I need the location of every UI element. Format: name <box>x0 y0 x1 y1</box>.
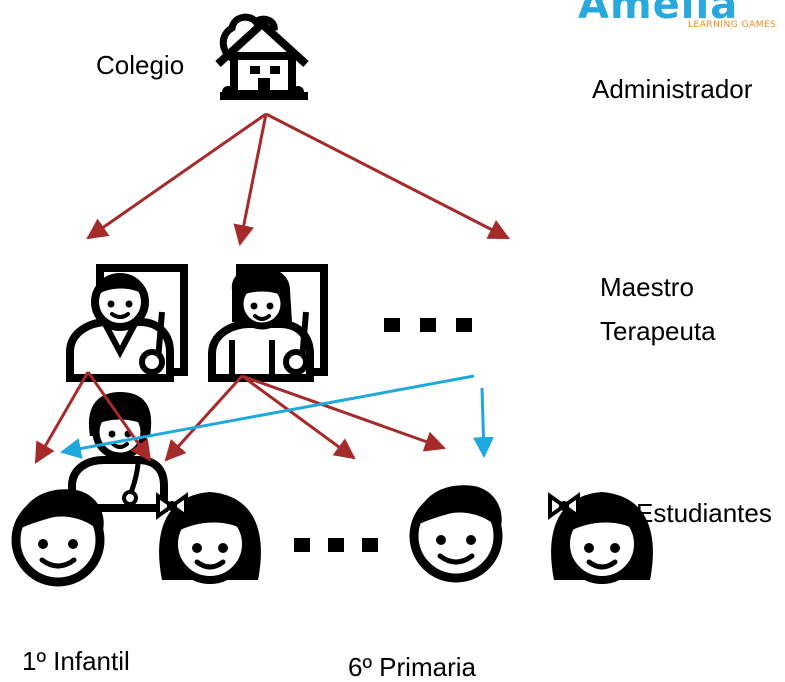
school-building-icon <box>215 13 309 100</box>
girl-icon <box>158 492 261 580</box>
therapist-link-arrows <box>59 374 494 459</box>
ellipsis-icon <box>384 318 472 332</box>
teacher-label: Maestro <box>600 272 694 302</box>
admin-label: Administrador <box>592 74 753 104</box>
arrow-therapist-to-student <box>59 374 475 459</box>
logo-wordmark: Amelia <box>578 0 739 28</box>
boy-icon <box>414 485 502 578</box>
therapist-label: Terapeuta <box>600 316 716 346</box>
students-label: Estudiantes <box>636 498 772 528</box>
boy-icon <box>16 489 104 582</box>
man-teacher-icon <box>66 264 188 382</box>
admin-link-arrows <box>34 112 510 464</box>
ellipsis-icon <box>294 538 378 552</box>
arrow-school-to-teacher <box>233 113 268 247</box>
woman-doctor-icon <box>68 392 168 512</box>
logo-tagline: LEARNING GAMES <box>688 20 777 30</box>
girl-icon <box>550 492 653 580</box>
arrow-teacher-to-student <box>164 374 244 462</box>
grade-last-label: 6º Primaria <box>348 652 476 682</box>
grade-first-label: 1º Infantil <box>22 646 130 676</box>
arrow-school-to-teacher <box>265 112 510 240</box>
school-label: Colegio <box>96 50 185 80</box>
arrow-teacher-to-student <box>241 374 356 460</box>
arrow-teacher-to-student <box>241 374 446 452</box>
arrow-therapist-to-student <box>472 387 494 459</box>
arrow-school-to-teacher <box>86 112 267 240</box>
arrow-teacher-to-student <box>34 371 90 464</box>
arrow-teacher-to-student <box>86 371 152 462</box>
woman-teacher-icon <box>208 264 328 382</box>
